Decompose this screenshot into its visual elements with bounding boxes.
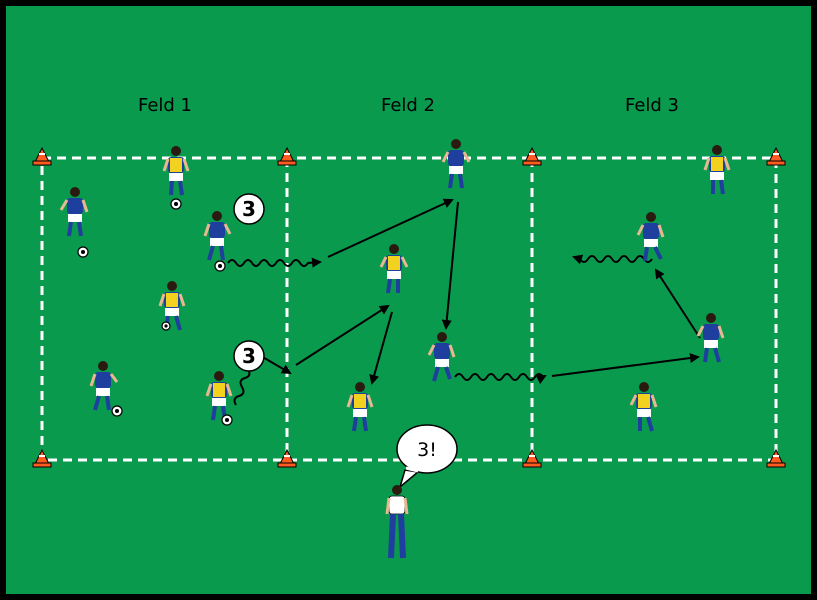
player-blue [59, 187, 89, 237]
cone [522, 448, 542, 468]
player-blue [427, 332, 456, 382]
field-3-label: Feld 3 [625, 95, 679, 116]
ball-icon [111, 405, 123, 417]
coach-call-text: 3! [417, 439, 437, 461]
player-blue [89, 361, 119, 411]
pass-arrow [327, 198, 454, 258]
cone [766, 146, 786, 166]
dribble-arrow [454, 373, 547, 385]
badge-number: 3 [242, 344, 256, 368]
cones [32, 146, 786, 468]
ball-icon [77, 246, 89, 258]
ball-icon [170, 198, 182, 210]
ball-icon [161, 321, 171, 331]
player-yellow-bib [162, 146, 190, 196]
player-yellow-bib [629, 382, 658, 432]
pass-arrow [369, 311, 393, 385]
badge-number: 3 [242, 197, 256, 221]
cone [277, 448, 297, 468]
number-badge: 3 [233, 193, 265, 225]
field-2-label: Feld 2 [381, 95, 435, 116]
coach [385, 485, 409, 559]
pass-arrows [295, 198, 701, 385]
cone [32, 146, 52, 166]
player-yellow-bib [158, 281, 186, 331]
cone [277, 146, 297, 166]
player-blue [636, 212, 665, 262]
player-yellow-bib [379, 244, 409, 294]
speech-bubble: 3! [396, 424, 458, 490]
player-blue [441, 139, 471, 189]
pass-arrow [441, 201, 459, 330]
cone [766, 448, 786, 468]
player-yellow-bib [346, 382, 374, 432]
player-yellow-bib [703, 145, 731, 195]
player-blue [203, 211, 232, 261]
cone [522, 146, 542, 166]
pass-arrow [551, 353, 700, 377]
ball-icon [221, 414, 233, 426]
number-badge: 3 [233, 340, 265, 372]
ball-icon [214, 260, 226, 272]
cone [32, 448, 52, 468]
pass-arrow [295, 304, 390, 366]
player-blue [696, 313, 725, 363]
players [59, 139, 731, 432]
field-1-label: Feld 1 [138, 95, 192, 116]
player-yellow-bib [205, 371, 233, 421]
dribble-arrow [227, 257, 322, 268]
pass-arrow [654, 268, 701, 339]
dribble-arrow [572, 254, 653, 265]
balls [77, 198, 233, 426]
